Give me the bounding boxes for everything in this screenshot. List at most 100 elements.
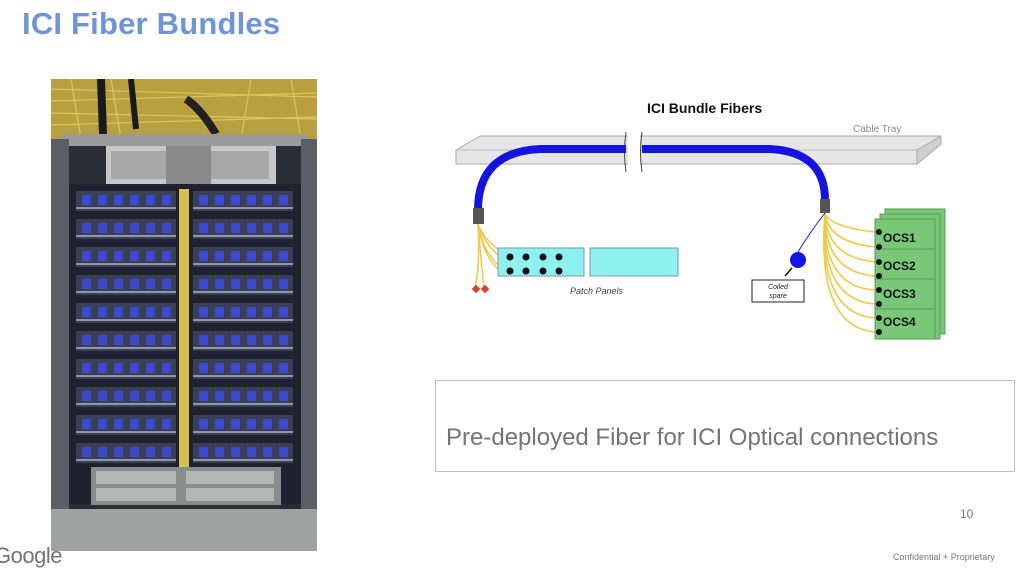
blue-cable xyxy=(146,279,155,289)
blue-cable xyxy=(114,335,123,345)
blue-cable xyxy=(231,195,240,205)
blue-cable xyxy=(199,335,208,345)
blue-cable xyxy=(114,223,123,233)
blue-cable xyxy=(199,195,208,205)
blue-cable xyxy=(263,279,272,289)
blue-cable xyxy=(98,307,107,317)
blue-cable xyxy=(146,391,155,401)
ocs-label-3: OCS3 xyxy=(883,287,916,301)
blue-cable xyxy=(247,279,256,289)
blue-cable xyxy=(231,223,240,233)
coiled-spare-label-1: Coiled xyxy=(768,284,789,291)
blue-cable xyxy=(114,279,123,289)
blue-cable xyxy=(98,195,107,205)
blue-cable xyxy=(162,279,171,289)
blue-cable xyxy=(279,335,288,345)
blue-cable xyxy=(82,251,91,261)
body-textbox[interactable] xyxy=(435,380,1015,472)
page-number: 10 xyxy=(960,507,974,521)
blue-cable xyxy=(279,447,288,457)
blue-cable xyxy=(247,419,256,429)
blue-cable xyxy=(98,335,107,345)
blue-cable xyxy=(279,279,288,289)
coiled-spare-label-2: spare xyxy=(769,293,787,300)
blue-cable xyxy=(279,251,288,261)
blue-cable xyxy=(98,419,107,429)
breakout-right xyxy=(820,199,830,213)
blue-cable xyxy=(114,447,123,457)
blue-cable xyxy=(114,307,123,317)
blue-cable xyxy=(98,223,107,233)
blue-cable xyxy=(98,447,107,457)
rack-photo xyxy=(51,79,317,551)
coiled-spare-icon xyxy=(790,252,806,268)
blue-cable xyxy=(130,335,139,345)
blue-cable xyxy=(130,279,139,289)
ocs-label-1: OCS1 xyxy=(883,231,916,245)
blue-cable xyxy=(263,447,272,457)
blue-cable xyxy=(130,363,139,373)
blue-cable xyxy=(199,307,208,317)
blue-cable xyxy=(82,419,91,429)
blue-cable xyxy=(162,335,171,345)
blue-cable xyxy=(82,195,91,205)
blue-cable xyxy=(146,223,155,233)
blue-cable xyxy=(82,363,91,373)
blue-cable xyxy=(215,251,224,261)
blue-cable xyxy=(114,391,123,401)
blue-cable xyxy=(279,195,288,205)
breakout-left xyxy=(473,208,484,224)
blue-cable xyxy=(247,391,256,401)
slide-title: ICI Fiber Bundles xyxy=(22,6,281,41)
blue-cable xyxy=(130,195,139,205)
blue-cable xyxy=(263,335,272,345)
ocs-label-2: OCS2 xyxy=(883,259,916,273)
blue-cable xyxy=(162,307,171,317)
blue-cable xyxy=(231,391,240,401)
blue-cable xyxy=(130,223,139,233)
blue-cable xyxy=(114,251,123,261)
blue-cable xyxy=(114,363,123,373)
blue-cable xyxy=(263,195,272,205)
blue-cable xyxy=(279,363,288,373)
google-logo: Google xyxy=(0,543,62,568)
blue-cable xyxy=(82,335,91,345)
blue-cable xyxy=(231,447,240,457)
blue-cable xyxy=(263,419,272,429)
blue-cable xyxy=(162,195,171,205)
blue-cable xyxy=(279,419,288,429)
blue-cable xyxy=(199,363,208,373)
ici-bundle-diagram: ICI Bundle Fibers Cable Tray Pa xyxy=(440,92,960,352)
blue-cable xyxy=(263,363,272,373)
footer-confidential: Confidential + Proprietary xyxy=(893,552,995,562)
blue-cable xyxy=(162,419,171,429)
blue-cable xyxy=(279,223,288,233)
blue-cable xyxy=(215,307,224,317)
blue-cable xyxy=(231,363,240,373)
blue-cable xyxy=(263,251,272,261)
blue-cable xyxy=(247,307,256,317)
blue-cable xyxy=(247,447,256,457)
blue-cable xyxy=(231,335,240,345)
blue-cable xyxy=(130,391,139,401)
blue-cable xyxy=(247,195,256,205)
blue-cable xyxy=(215,447,224,457)
blue-cable xyxy=(82,447,91,457)
blue-cable xyxy=(82,391,91,401)
blue-cable xyxy=(231,279,240,289)
blue-cable xyxy=(98,279,107,289)
body-text: Pre-deployed Fiber for ICI Optical conne… xyxy=(446,424,939,451)
blue-cable xyxy=(162,363,171,373)
blue-cable xyxy=(98,391,107,401)
diagram-svg: ICI Bundle Fibers Cable Tray Pa xyxy=(455,100,946,340)
blue-cable xyxy=(146,419,155,429)
blue-cable xyxy=(146,447,155,457)
patch-panel-2 xyxy=(589,247,679,277)
blue-cable xyxy=(199,251,208,261)
diagram-title: ICI Bundle Fibers xyxy=(647,100,762,116)
blue-cable xyxy=(199,419,208,429)
blue-cable xyxy=(215,223,224,233)
blue-cable xyxy=(82,307,91,317)
blue-cable xyxy=(114,195,123,205)
blue-cable xyxy=(215,195,224,205)
